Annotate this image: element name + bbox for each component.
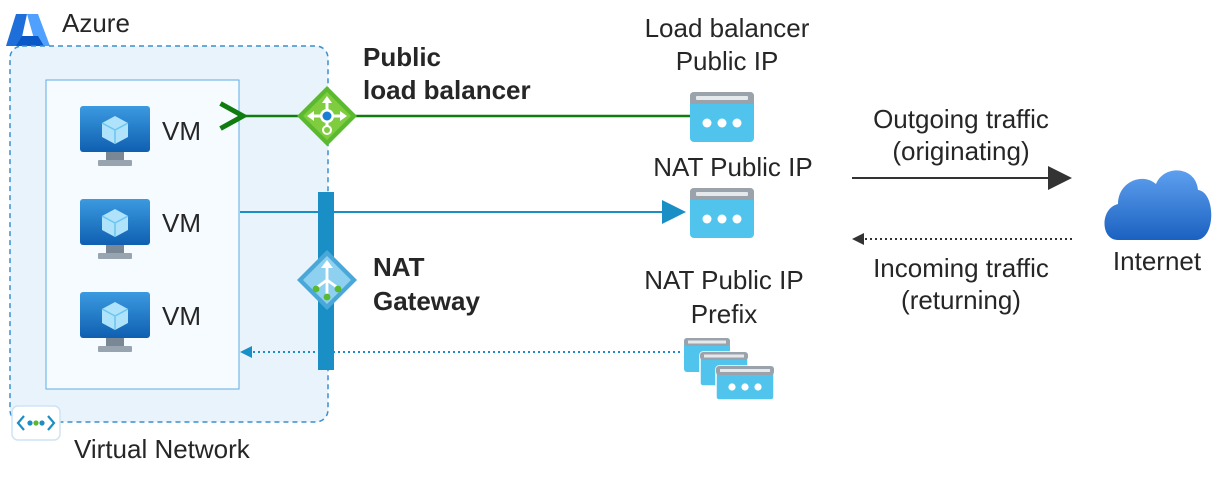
incoming-traffic-label-line2: (returning) [901,285,1021,315]
azure-title: Azure [62,8,130,38]
incoming-traffic-arrowhead [852,233,864,245]
public-load-balancer-label-line2: load balancer [363,75,531,105]
vm-icon [80,199,150,259]
nat-public-ip-prefix-label-line1: NAT Public IP [644,265,804,295]
virtual-network-label: Virtual Network [74,434,250,464]
nat-gateway-label-line2: Gateway [373,286,480,316]
load-balancer-icon [297,86,357,146]
vm-label: VM [162,301,201,331]
internet-label: Internet [1112,246,1202,276]
nat-public-ip-label: NAT Public IP [653,152,813,182]
lb-public-ip-label-line2: Public IP [675,46,779,76]
public-ip-prefix-icon [684,338,775,401]
public-load-balancer-label-line1: Public [363,42,442,72]
public-ip-icon [690,92,754,142]
cloud-icon [1104,170,1212,240]
outgoing-traffic-label-line2: (originating) [892,136,1030,166]
nat-gateway-icon [297,250,357,310]
azure-logo-icon [6,14,50,46]
incoming-traffic-label-line1: Incoming traffic [873,253,1049,283]
outgoing-traffic-label-line1: Outgoing traffic [873,104,1049,134]
vm-label: VM [162,116,201,146]
lb-public-ip-label-line1: Load balancer [644,13,810,43]
vm-label: VM [162,208,201,238]
virtual-network-icon [11,405,61,441]
nat-public-ip-prefix-label-line2: Prefix [690,299,758,329]
vm-icon [80,106,150,166]
nat-gateway-label-line1: NAT [373,252,425,282]
nat-return-arrowhead [240,346,252,358]
nat-public-ip-icon [690,188,754,238]
vm-icon [80,292,150,352]
